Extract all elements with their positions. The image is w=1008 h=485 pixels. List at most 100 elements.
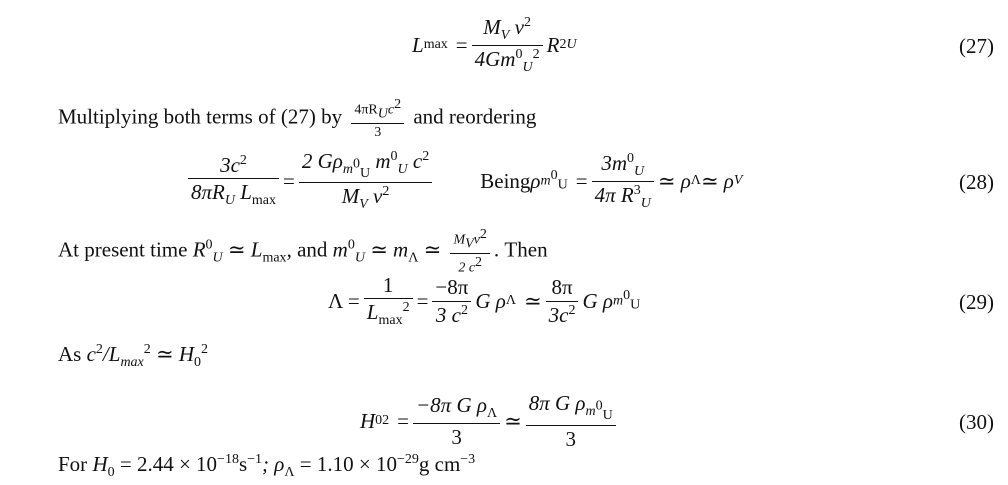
t: max bbox=[120, 355, 144, 371]
t: V bbox=[359, 197, 368, 213]
t: 0 bbox=[194, 355, 202, 371]
t: 2 bbox=[460, 302, 468, 318]
t: U bbox=[640, 195, 651, 211]
t: max bbox=[251, 193, 277, 209]
t: 0 bbox=[390, 148, 398, 164]
t: L bbox=[366, 300, 379, 325]
t: R bbox=[546, 32, 560, 57]
t: v bbox=[509, 14, 524, 39]
t: At present time bbox=[58, 237, 193, 262]
paragraph-3: As c2/Lmax2 ≃ H02 bbox=[58, 342, 208, 371]
t: Λ bbox=[284, 465, 295, 481]
t: V bbox=[500, 28, 510, 43]
t: 4πR bbox=[354, 102, 378, 118]
t: −18 bbox=[217, 452, 239, 467]
t: Λ bbox=[505, 293, 517, 308]
t: 2 bbox=[559, 37, 567, 52]
t: U bbox=[522, 59, 533, 75]
t: 3 bbox=[565, 426, 576, 451]
t: 0 bbox=[623, 288, 631, 304]
t: M bbox=[453, 232, 466, 248]
t: 0 bbox=[353, 156, 360, 172]
t: U bbox=[360, 165, 371, 181]
t: . Then bbox=[493, 237, 548, 262]
t: max bbox=[378, 313, 403, 329]
t: ≃ ρ bbox=[657, 168, 691, 193]
t: = 2.44 × 10 bbox=[114, 452, 218, 476]
t: 2 bbox=[382, 413, 390, 428]
t: Λ bbox=[486, 406, 498, 422]
t: As bbox=[58, 342, 87, 366]
paragraph-4: For H0 = 2.44 × 10−18s−1; ρΛ = 1.10 × 10… bbox=[58, 452, 475, 481]
t: m bbox=[612, 293, 624, 309]
t: ≃ m bbox=[364, 237, 409, 262]
t: V bbox=[733, 173, 743, 188]
t: Multiplying both terms of (27) by bbox=[58, 104, 348, 129]
t: For bbox=[58, 452, 93, 476]
t: 3m bbox=[601, 150, 627, 175]
t: 1 bbox=[363, 272, 413, 300]
t: U bbox=[397, 162, 408, 178]
t: H bbox=[360, 408, 376, 433]
t: 2 bbox=[402, 300, 410, 316]
t: ≃ bbox=[504, 408, 522, 433]
l: L bbox=[412, 32, 424, 57]
equals: = bbox=[455, 32, 468, 57]
t: 4Gm bbox=[474, 46, 516, 71]
t: Λ = bbox=[328, 288, 360, 313]
t: 2 bbox=[523, 14, 531, 30]
t: M bbox=[483, 14, 501, 39]
t: ≃ H bbox=[150, 342, 195, 366]
t: Λ bbox=[408, 250, 419, 266]
t: max bbox=[262, 250, 287, 266]
t: 2 Gρ bbox=[301, 148, 343, 173]
t: s bbox=[238, 452, 248, 476]
t: 2 bbox=[239, 153, 247, 169]
t: c bbox=[86, 342, 96, 366]
t: U bbox=[566, 37, 577, 52]
t: 8πR bbox=[191, 180, 225, 205]
t: = 1.10 × 10 bbox=[294, 452, 397, 476]
t: −29 bbox=[396, 452, 419, 467]
t: U bbox=[557, 177, 568, 193]
t: 2 bbox=[568, 302, 576, 318]
equals: = bbox=[397, 408, 410, 433]
t: 2 bbox=[143, 342, 151, 357]
t: m bbox=[370, 148, 391, 173]
t: U bbox=[224, 193, 235, 209]
t: c bbox=[407, 148, 423, 173]
t: 0 bbox=[107, 465, 115, 481]
t: ≃ bbox=[524, 288, 542, 313]
t: v bbox=[473, 232, 480, 248]
t: U bbox=[212, 250, 223, 266]
t: 0 bbox=[375, 413, 383, 428]
equals: = bbox=[416, 288, 429, 313]
t: G ρ bbox=[475, 288, 506, 313]
t: 2 bbox=[95, 342, 103, 357]
equals: = bbox=[283, 168, 295, 193]
sub: max bbox=[423, 37, 448, 52]
t: ; ρ bbox=[262, 452, 285, 476]
equation-number: (27) bbox=[959, 34, 994, 58]
t: 0 bbox=[347, 237, 355, 253]
t: m bbox=[342, 162, 353, 178]
t: 0 bbox=[515, 46, 523, 62]
t: U bbox=[634, 164, 645, 179]
t: c bbox=[387, 102, 395, 118]
t: −8π G ρ bbox=[416, 393, 487, 418]
t: g cm bbox=[418, 452, 461, 476]
